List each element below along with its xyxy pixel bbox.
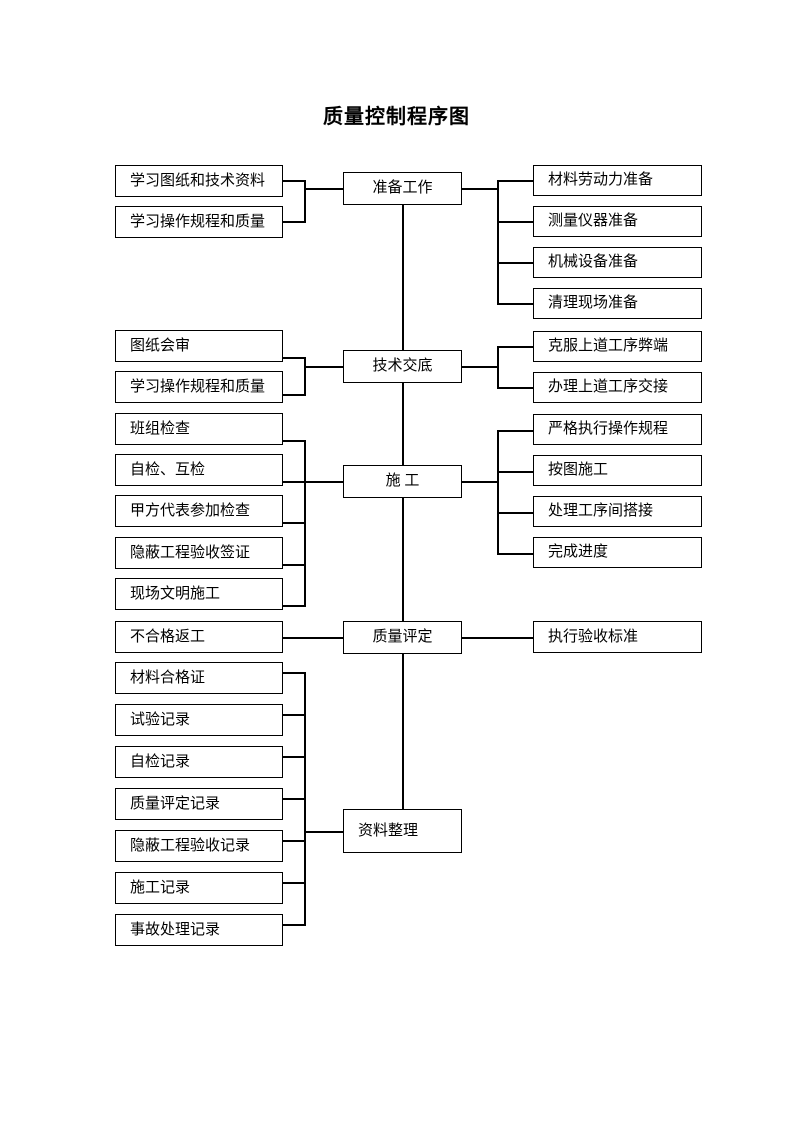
- node-tech-center[interactable]: 技术交底: [343, 350, 462, 383]
- node-data-input-1[interactable]: 试验记录: [115, 704, 283, 736]
- node-tech-output-1[interactable]: 办理上道工序交接: [533, 372, 702, 403]
- node-cons-output-0[interactable]: 严格执行操作规程: [533, 414, 702, 445]
- connector-data-in-4-stub: [283, 840, 306, 842]
- connector-cons-in-main: [304, 481, 343, 483]
- node-prep-center[interactable]: 准备工作: [343, 172, 462, 205]
- connector-cons-in-3-stub: [283, 564, 306, 566]
- spine-cons-to-qual: [402, 498, 404, 621]
- node-data-input-0[interactable]: 材料合格证: [115, 662, 283, 694]
- connector-qual-in-main: [283, 637, 343, 639]
- node-prep-input-0[interactable]: 学习图纸和技术资料: [115, 165, 283, 197]
- connector-tech-out-bus: [497, 346, 499, 388]
- node-tech-input-0[interactable]: 图纸会审: [115, 330, 283, 362]
- connector-cons-out-3-stub: [497, 553, 533, 555]
- connector-data-in-bus: [304, 672, 306, 925]
- connector-cons-out-0-stub: [497, 430, 533, 432]
- node-data-input-4[interactable]: 隐蔽工程验收记录: [115, 830, 283, 862]
- connector-tech-out-main: [462, 366, 499, 368]
- node-prep-output-1[interactable]: 测量仪器准备: [533, 206, 702, 237]
- node-cons-output-1[interactable]: 按图施工: [533, 455, 702, 486]
- connector-cons-in-0-stub: [283, 440, 306, 442]
- connector-tech-out-0-stub: [497, 346, 533, 348]
- connector-prep-out-1-stub: [497, 221, 533, 223]
- connector-prep-out-main: [462, 188, 499, 190]
- node-qual-input-0[interactable]: 不合格返工: [115, 621, 283, 653]
- node-prep-output-3[interactable]: 清理现场准备: [533, 288, 702, 319]
- connector-cons-in-4-stub: [283, 605, 306, 607]
- connector-cons-out-bus: [497, 430, 499, 554]
- node-data-input-6[interactable]: 事故处理记录: [115, 914, 283, 946]
- connector-cons-in-2-stub: [283, 522, 306, 524]
- connector-data-in-5-stub: [283, 882, 306, 884]
- connector-prep-out-2-stub: [497, 262, 533, 264]
- connector-data-in-0-stub: [283, 672, 306, 674]
- connector-tech-out-1-stub: [497, 387, 533, 389]
- connector-tech-in-1-stub: [283, 394, 306, 396]
- connector-cons-out-2-stub: [497, 512, 533, 514]
- connector-prep-in-0-stub: [283, 180, 306, 182]
- connector-prep-in-1-stub: [283, 221, 306, 223]
- connector-prep-out-3-stub: [497, 303, 533, 305]
- spine-qual-to-data: [402, 654, 404, 809]
- connector-cons-out-1-stub: [497, 471, 533, 473]
- connector-tech-in-main: [304, 366, 343, 368]
- node-cons-output-3[interactable]: 完成进度: [533, 537, 702, 568]
- node-prep-output-2[interactable]: 机械设备准备: [533, 247, 702, 278]
- node-tech-input-1[interactable]: 学习操作规程和质量: [115, 371, 283, 403]
- node-qual-output-0[interactable]: 执行验收标准: [533, 621, 702, 653]
- connector-prep-in-bus: [304, 180, 306, 223]
- connector-prep-out-0-stub: [497, 180, 533, 182]
- connector-data-in-3-stub: [283, 798, 306, 800]
- node-qual-center[interactable]: 质量评定: [343, 621, 462, 654]
- node-data-input-2[interactable]: 自检记录: [115, 746, 283, 778]
- node-cons-input-2[interactable]: 甲方代表参加检查: [115, 495, 283, 527]
- connector-data-in-main: [304, 831, 343, 833]
- node-cons-input-3[interactable]: 隐蔽工程验收签证: [115, 537, 283, 569]
- connector-tech-in-bus: [304, 357, 306, 396]
- connector-cons-in-1-stub: [283, 481, 306, 483]
- page-title: 质量控制程序图: [323, 106, 470, 128]
- connector-qual-out-main: [462, 637, 533, 639]
- connector-data-in-1-stub: [283, 714, 306, 716]
- spine-prep-to-tech: [402, 205, 404, 350]
- node-cons-input-1[interactable]: 自检、互检: [115, 454, 283, 486]
- node-cons-input-0[interactable]: 班组检查: [115, 413, 283, 445]
- connector-prep-in-main: [304, 188, 343, 190]
- node-cons-output-2[interactable]: 处理工序间搭接: [533, 496, 702, 527]
- node-prep-input-1[interactable]: 学习操作规程和质量: [115, 206, 283, 238]
- connector-data-in-6-stub: [283, 924, 306, 926]
- connector-prep-out-bus: [497, 180, 499, 304]
- node-prep-output-0[interactable]: 材料劳动力准备: [533, 165, 702, 196]
- node-cons-center[interactable]: 施 工: [343, 465, 462, 498]
- connector-tech-in-0-stub: [283, 357, 306, 359]
- node-data-input-3[interactable]: 质量评定记录: [115, 788, 283, 820]
- connector-cons-out-main: [462, 481, 499, 483]
- connector-cons-in-bus: [304, 440, 306, 607]
- node-data-input-5[interactable]: 施工记录: [115, 872, 283, 904]
- node-cons-input-4[interactable]: 现场文明施工: [115, 578, 283, 610]
- node-tech-output-0[interactable]: 克服上道工序弊端: [533, 331, 702, 362]
- connector-data-in-2-stub: [283, 756, 306, 758]
- node-data-center[interactable]: 资料整理: [343, 809, 462, 853]
- spine-tech-to-cons: [402, 383, 404, 465]
